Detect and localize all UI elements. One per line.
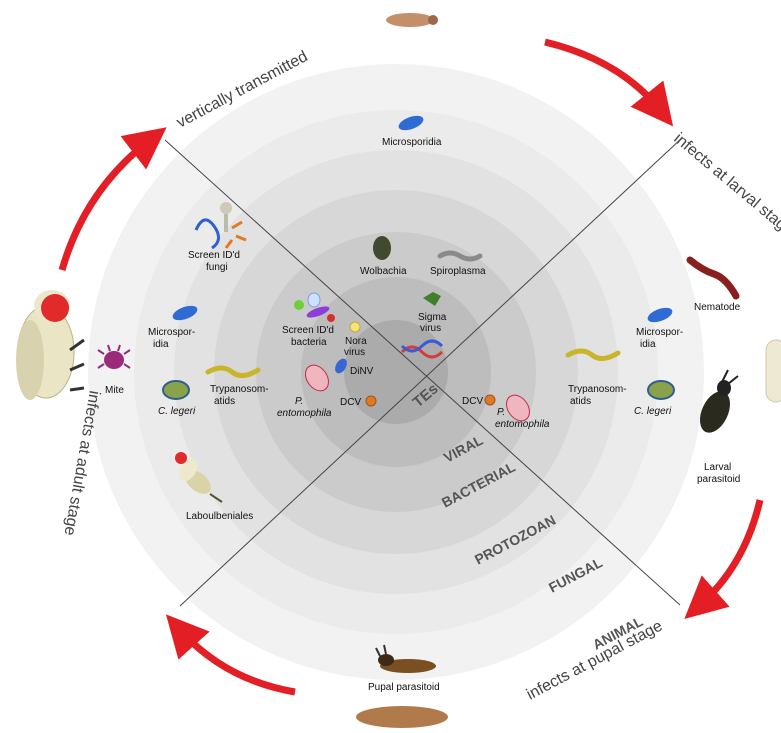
pupal-parasitoid-label: Pupal parasitoid <box>368 682 440 693</box>
c-legeri-left-label: C. legeri <box>158 406 196 417</box>
screen-fungi-icon <box>194 202 247 250</box>
c-legeri-right-label: C. legeri <box>634 406 672 417</box>
arrow-top-right <box>544 38 674 127</box>
microsporidia-right-icon <box>647 307 673 323</box>
concentric-rings <box>88 64 704 680</box>
dcv-right-icon <box>484 394 496 406</box>
screen-bacteria-label-2: bacteria <box>291 337 327 348</box>
divider-line-b <box>179 137 683 607</box>
p-entomophila-right-label-2: entomophila <box>495 419 550 430</box>
nora-virus-label-2: virus <box>344 347 365 358</box>
c-legeri-left-icon <box>162 380 190 400</box>
c-legeri-right-icon <box>647 380 675 400</box>
nora-virus-label-1: Nora <box>345 336 367 347</box>
pupal-parasitoid-icon <box>375 644 436 673</box>
larva-top-icon <box>386 13 438 27</box>
transposable-element-icon <box>400 339 444 359</box>
quadrant-label-adult: infects at adult stage <box>61 389 103 537</box>
sigma-virus-label-2: virus <box>420 323 441 334</box>
trypanosomatids-left-label-1: Trypanosom- <box>210 384 269 395</box>
dinv-icon <box>335 358 347 374</box>
screen-bacteria-label-1: Screen ID'd <box>282 325 334 336</box>
wolbachia-label: Wolbachia <box>360 266 407 277</box>
screen-fungi-label-2: fungi <box>206 262 228 273</box>
wolbachia-icon <box>373 236 391 260</box>
quadrant-label-larval: infects at larval stage <box>670 130 781 240</box>
trypanosomatids-right-label-2: atids <box>570 396 591 407</box>
dinv-label: DiNV <box>350 366 374 377</box>
trypanosomatids-left-icon <box>205 365 261 378</box>
larval-parasitoid-label-2: parasitoid <box>697 474 740 485</box>
microsporidia-right-label-2: idia <box>640 339 656 350</box>
spiroplasma-label: Spiroplasma <box>430 266 486 277</box>
laboulbeniales-fly-icon <box>175 452 223 503</box>
pupa-bottom-icon <box>356 706 448 728</box>
microsporidia-left-icon <box>172 305 198 321</box>
trypanosomatids-right-icon <box>565 348 621 361</box>
microsporidia-top-label: Microsporidia <box>382 137 442 148</box>
microsporidia-top-icon <box>398 115 424 131</box>
spiroplasma-icon <box>437 250 483 262</box>
larval-parasitoid-icon <box>699 369 739 433</box>
sigma-virus-icon <box>423 292 441 306</box>
p-entomophila-right-label-1: P. <box>497 407 505 418</box>
larva-right-icon <box>765 339 781 403</box>
nematode-label: Nematode <box>694 302 741 313</box>
nora-virus-icon <box>349 321 361 333</box>
p-entomophila-left-icon <box>305 364 329 392</box>
laboulbeniales-label: Laboulbeniales <box>186 511 253 522</box>
nematode-icon <box>686 256 740 300</box>
adult-fly-icon <box>16 290 85 400</box>
dcv-right-label: DCV <box>462 396 483 407</box>
p-entomophila-right-icon <box>506 394 530 422</box>
divider-line-a <box>164 139 681 606</box>
p-entomophila-left-label-2: entomophila <box>277 408 332 419</box>
arrow-bottom-left <box>165 614 296 696</box>
mite-label: Mite <box>105 385 124 396</box>
trypanosomatids-right-label-1: Trypanosom- <box>568 384 627 395</box>
sigma-virus-label-1: Sigma <box>418 312 447 323</box>
microsporidia-left-label-1: Microspor- <box>148 327 195 338</box>
microsporidia-left-label-2: idia <box>153 339 169 350</box>
arrow-top-left <box>58 127 167 271</box>
dcv-left-icon <box>365 395 377 407</box>
arrow-bottom-right <box>684 499 764 619</box>
screen-fungi-label-1: Screen ID'd <box>188 250 240 261</box>
larval-parasitoid-label-1: Larval <box>704 462 731 473</box>
trypanosomatids-left-label-2: atids <box>214 396 235 407</box>
screen-bacteria-icon <box>294 292 335 322</box>
mite-icon <box>97 344 131 369</box>
microsporidia-right-label-1: Microspor- <box>636 327 683 338</box>
dcv-left-label: DCV <box>340 397 361 408</box>
p-entomophila-left-label-1: P. <box>295 396 303 407</box>
